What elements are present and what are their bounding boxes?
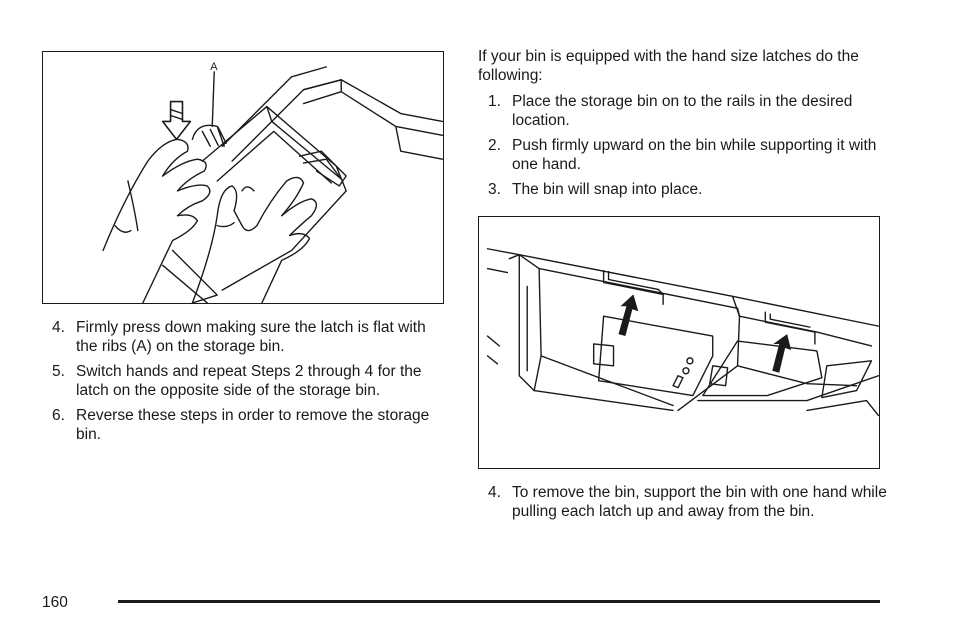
step-text: Switch hands and repeat Steps 2 through …: [76, 363, 422, 399]
latch-press-drawing: A: [102, 61, 443, 303]
step-text: Reverse these steps in order to remove t…: [76, 407, 430, 443]
list-item: 6. Reverse these steps in order to remove…: [42, 406, 442, 444]
intro-paragraph: If your bin is equipped with the hand si…: [478, 48, 859, 84]
step-text: Place the storage bin on to the rails in…: [512, 93, 853, 129]
list-item: 1. Place the storage bin on to the rails …: [478, 92, 888, 130]
bin-latch-illustration: [478, 216, 880, 469]
step-number: 3.: [488, 181, 501, 198]
up-arrow-icon: [618, 294, 639, 337]
step-text: Firmly press down making sure the latch …: [76, 319, 426, 355]
step-number: 2.: [488, 137, 501, 154]
left-column-steps: 4. Firmly press down making sure the latc…: [42, 318, 442, 450]
list-item: 4. Firmly press down making sure the latc…: [42, 318, 442, 356]
list-item: 5. Switch hands and repeat Steps 2 throug…: [42, 362, 442, 400]
callout-label-a: A: [210, 61, 218, 73]
step-text: The bin will snap into place.: [512, 181, 703, 198]
step-number: 1.: [488, 93, 501, 110]
up-arrow-icon: [772, 334, 792, 373]
right-column-steps-after-figure: 4. To remove the bin, support the bin wit…: [478, 483, 888, 527]
step-text: To remove the bin, support the bin with …: [512, 484, 887, 520]
list-item: 3. The bin will snap into place.: [478, 180, 888, 199]
footer-rule: [118, 600, 880, 603]
list-item: 4. To remove the bin, support the bin wit…: [478, 483, 888, 521]
latch-press-illustration: A: [42, 51, 444, 304]
right-column-steps: If your bin is equipped with the hand si…: [478, 47, 888, 205]
step-number: 6.: [52, 407, 65, 424]
step-text: Push firmly upward on the bin while supp…: [512, 137, 877, 173]
step-number: 5.: [52, 363, 65, 380]
list-item: 2. Push firmly upward on the bin while su…: [478, 136, 888, 174]
page-number: 160: [42, 594, 68, 611]
step-number: 4.: [52, 319, 65, 336]
step-number: 4.: [488, 484, 501, 501]
bin-latch-drawing: [486, 248, 879, 417]
